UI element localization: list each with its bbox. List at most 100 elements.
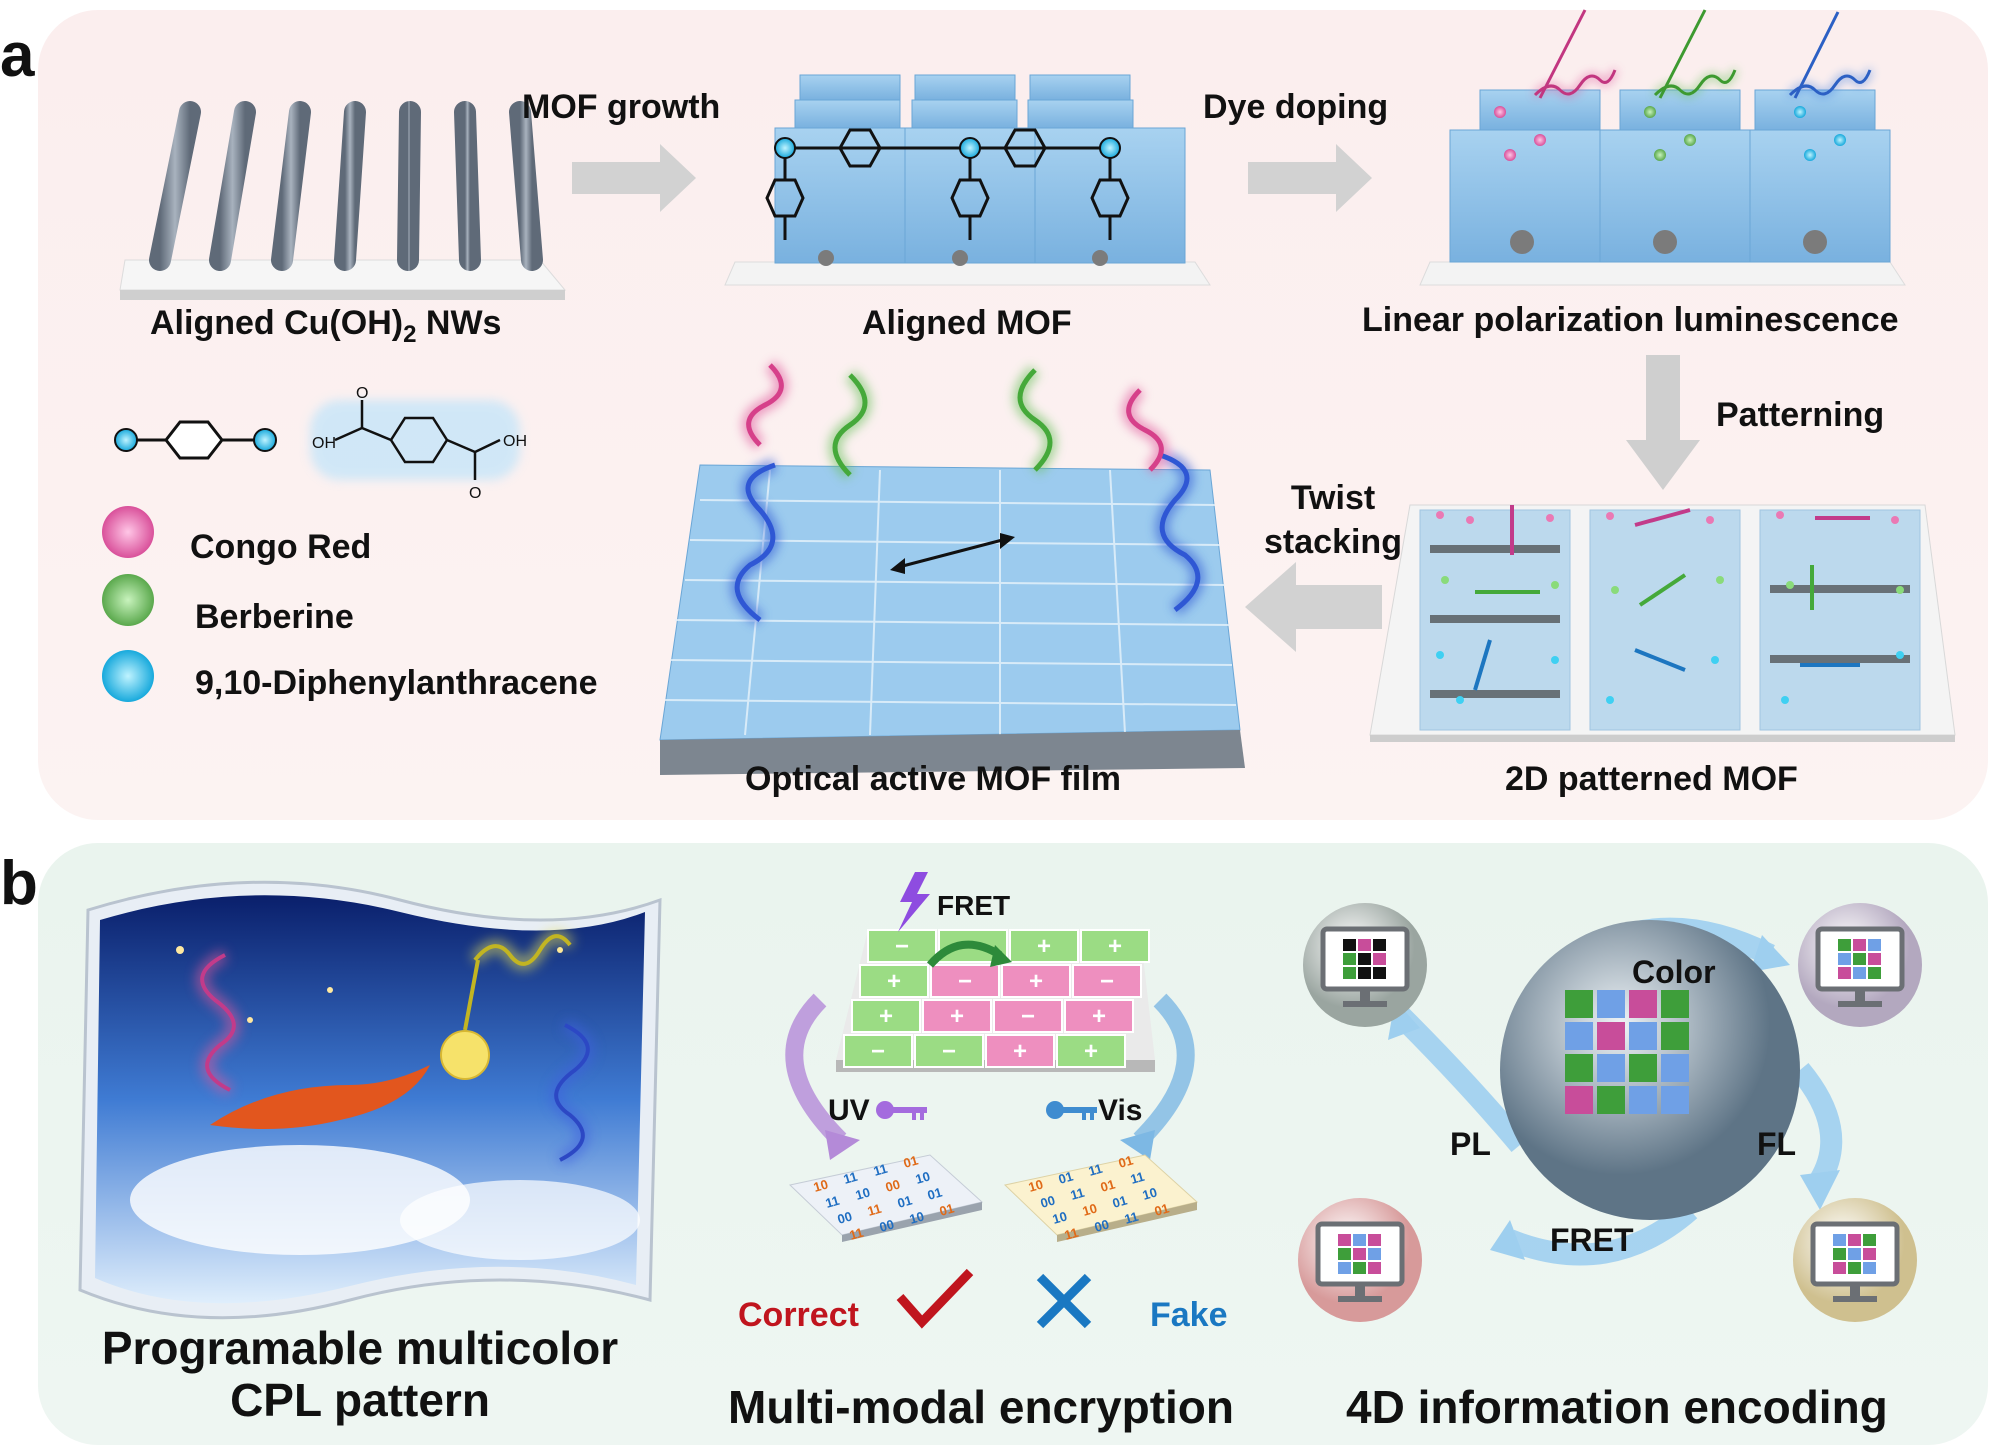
sign-cell-text: − — [871, 1038, 885, 1065]
sign-cell — [851, 999, 921, 1033]
code-value: 01 — [926, 1184, 944, 1202]
code-value: 10 — [908, 1208, 926, 1226]
monitor-pixel — [1848, 1234, 1861, 1246]
oh-right-label: OH — [503, 433, 527, 450]
pl-label: PL — [1450, 1126, 1491, 1162]
code-value: 00 — [878, 1216, 896, 1234]
sign-cell — [1064, 999, 1134, 1033]
code-value: 11 — [842, 1169, 859, 1187]
code-value: 00 — [1039, 1192, 1057, 1210]
cpl-title-line2: CPL pattern — [230, 1374, 490, 1426]
monitor-pixel — [1353, 1248, 1366, 1260]
monitor-pixel — [1868, 939, 1881, 951]
monitor-pixel — [1848, 1248, 1861, 1260]
monitor-pixel — [1343, 953, 1356, 965]
code-value: 01 — [1111, 1192, 1129, 1210]
correct-label: Correct — [738, 1296, 859, 1334]
sign-cell — [1080, 929, 1150, 963]
sign-cell-text: − — [1021, 1003, 1035, 1030]
monitor-pixel — [1853, 939, 1866, 951]
fake-cross-icon — [1036, 1273, 1092, 1329]
color-cell — [1565, 1022, 1593, 1050]
code-value: 10 — [1027, 1176, 1045, 1194]
sign-cell-text: − — [958, 968, 972, 995]
step-mof-label: Aligned MOF — [862, 304, 1072, 342]
monitor-base — [1343, 1001, 1387, 1007]
code-value: 10 — [914, 1168, 932, 1186]
color-cell — [1661, 1022, 1689, 1050]
monitor-pixel — [1833, 1248, 1846, 1260]
cpl-flag — [78, 880, 662, 1320]
fake-label: Fake — [1150, 1296, 1228, 1334]
code-value: 11 — [1129, 1169, 1146, 1187]
monitor-pixel — [1848, 1262, 1861, 1274]
color-cell — [1661, 1054, 1689, 1082]
sign-cell — [914, 1034, 984, 1068]
color-cell — [1565, 1086, 1593, 1114]
linker-icon — [114, 420, 277, 460]
monitor-base — [1338, 1296, 1382, 1302]
sign-cell-text: + — [1029, 968, 1043, 995]
sign-cell — [1056, 1034, 1126, 1068]
monitor-pixel — [1353, 1234, 1366, 1246]
sign-cell — [867, 929, 937, 963]
key-uv-icon — [876, 1101, 927, 1120]
uv-label: UV — [828, 1094, 870, 1127]
lpl-mof-block — [1419, 9, 1906, 286]
step-lpl-label: Linear polarization luminescence — [1362, 301, 1899, 339]
patterned-mof-block — [1369, 504, 1956, 742]
fret-encoding-label: FRET — [1550, 1222, 1634, 1258]
monitor-pixel — [1833, 1262, 1846, 1274]
monitor-pixel — [1373, 953, 1386, 965]
sign-cell — [1009, 929, 1079, 963]
monitor-stand — [1360, 989, 1370, 1001]
legend-congo-red: Congo Red — [190, 528, 372, 566]
color-cell — [1597, 1054, 1625, 1082]
sign-cell — [930, 964, 1000, 998]
monitor-pixel — [1353, 1262, 1366, 1274]
step-optical-label: Optical active MOF film — [745, 760, 1121, 798]
o-top-label: O — [356, 385, 368, 402]
encoding-title: 4D information encoding — [1346, 1381, 1888, 1433]
color-label: Color — [1632, 954, 1716, 990]
monitor-stand — [1355, 1284, 1365, 1296]
color-cell — [1597, 990, 1625, 1018]
fl-label: FL — [1757, 1126, 1797, 1162]
monitor-pixel — [1338, 1234, 1351, 1246]
code-value: 01 — [1057, 1168, 1075, 1186]
code-value: 10 — [854, 1184, 872, 1202]
color-cell — [1597, 1086, 1625, 1114]
monitor-base — [1833, 1296, 1877, 1302]
monitor-stand — [1850, 1284, 1860, 1296]
color-cell — [1629, 1022, 1657, 1050]
arrow-patterning — [1626, 355, 1700, 490]
sign-cell — [859, 964, 929, 998]
color-cell — [1597, 1022, 1625, 1050]
code-value: 11 — [1123, 1209, 1140, 1227]
monitor-pixel — [1833, 1234, 1846, 1246]
monitor-pixel — [1838, 939, 1851, 951]
arrow-dye-doping-label: Dye doping — [1203, 88, 1389, 126]
monitor-pixel — [1358, 939, 1371, 951]
code-value: 10 — [1081, 1200, 1099, 1218]
code-value: 01 — [1153, 1200, 1171, 1218]
sign-cell — [985, 1034, 1055, 1068]
legend-dpa: 9,10-Diphenylanthracene — [195, 664, 598, 702]
sign-cell — [843, 1034, 913, 1068]
correct-check-icon — [896, 1268, 974, 1329]
monitor-pixel — [1368, 1262, 1381, 1274]
monitor-pixel — [1838, 967, 1851, 979]
step-patterned-label: 2D patterned MOF — [1505, 760, 1798, 798]
key-vis-icon — [1046, 1101, 1097, 1120]
monitor-pixel — [1358, 967, 1371, 979]
code-value: 11 — [1063, 1225, 1080, 1243]
sign-cell-text: + — [1108, 933, 1122, 960]
color-cell — [1565, 990, 1593, 1018]
monitor-pixel — [1338, 1262, 1351, 1274]
sign-cell-text: − — [1100, 968, 1114, 995]
code-value: 01 — [938, 1200, 956, 1218]
oh-left-label: OH — [312, 435, 336, 452]
twist-label-line1: Twist — [1290, 479, 1376, 517]
